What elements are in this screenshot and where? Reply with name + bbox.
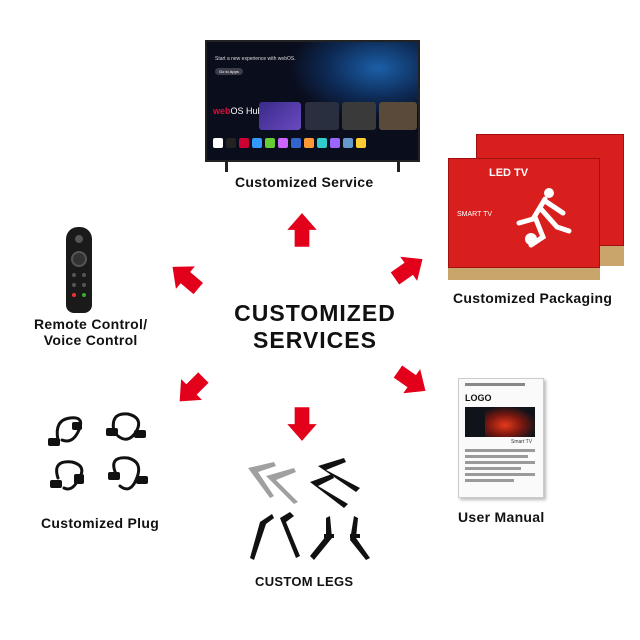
manual-image: LOGO Smart TV [458,378,544,498]
label-customized-plug: Customized Plug [41,515,160,531]
center-title-line1: CUSTOMIZED [234,300,396,326]
center-title-line2: SERVICES [253,327,377,353]
label-customized-packaging: Customized Packaging [453,290,613,306]
tv-go-button: Go to Apps [215,68,243,75]
label-user-manual: User Manual [458,509,545,525]
manual-subtitle: Smart TV [511,439,533,445]
tv-screen: Start a new experience with webOS. Go to… [205,40,420,162]
box-smart-tv-text: SMART TV [457,211,493,218]
plug-image [48,412,148,491]
arrow-up-right [386,247,431,291]
player-silhouette [516,188,572,248]
legs-image [248,458,370,560]
box-led-tv-text: LED TV [489,167,529,179]
tv-headline: Start a new experience with webOS. [215,56,296,62]
arrow-up [287,213,317,247]
packaging-image: LED TV SMART TV [440,132,630,280]
label-customized-service: Customized Service [235,174,374,190]
arrow-up-left [163,255,208,300]
label-custom-legs: CUSTOM LEGS [255,574,354,589]
tv-image: Start a new experience with webOS. Go to… [205,40,420,172]
arrow-down-right [389,359,434,403]
tv-hub-logo: webOS Hub [213,106,263,116]
arrow-down-left [169,367,214,412]
manual-logo: LOGO [465,393,492,403]
center-title: CUSTOMIZED SERVICES [190,300,440,354]
arrow-down [287,407,317,441]
label-remote-control: Remote Control/ Voice Control [34,316,148,348]
remote-image [66,227,92,313]
